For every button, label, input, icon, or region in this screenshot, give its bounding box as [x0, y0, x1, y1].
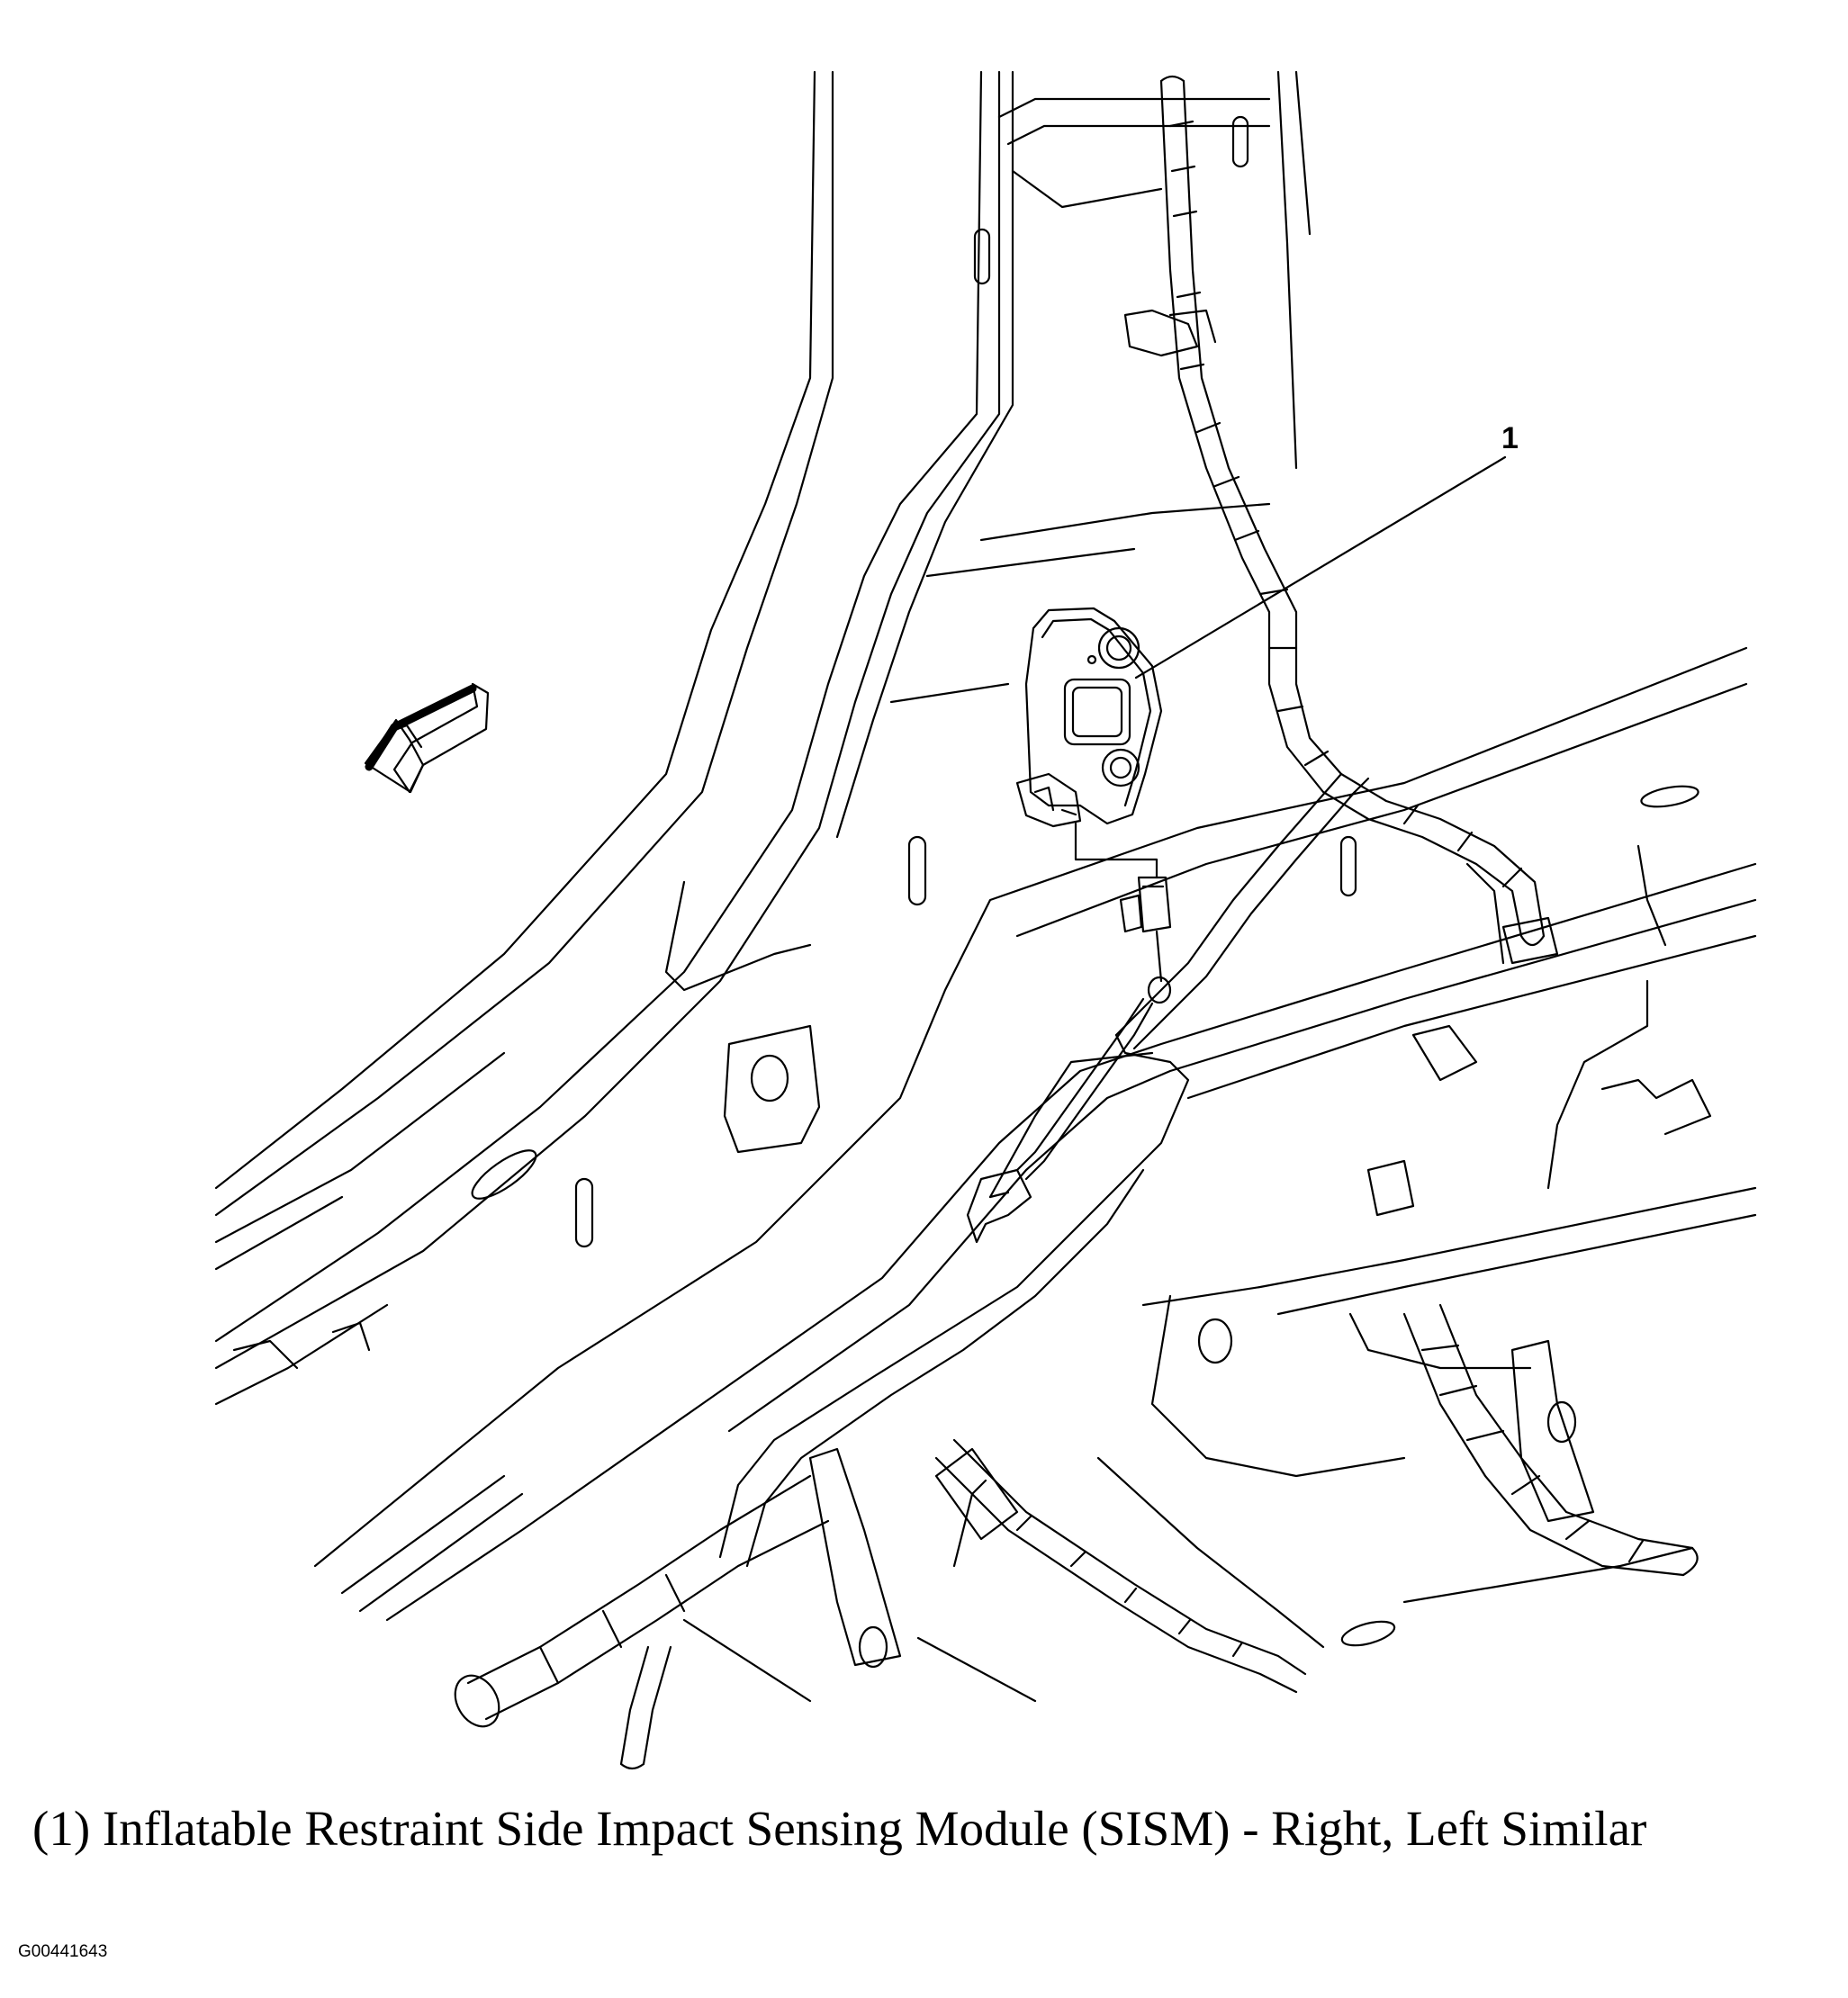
figure-caption: (1) Inflatable Restraint Side Impact Sen… [32, 1801, 1647, 1856]
wiring-harness [454, 75, 1699, 1770]
b-pillar [214, 70, 1312, 1406]
forward-arrow-icon [364, 682, 490, 794]
sism-module [1015, 607, 1163, 828]
sism-connector [966, 822, 1172, 1244]
figure-id: G00441643 [18, 1942, 108, 1961]
rocker-panel [313, 646, 1757, 1703]
sism-installation-drawing [214, 70, 1757, 1770]
callout-number-1: 1 [1501, 421, 1519, 455]
callout-1-leader [1134, 455, 1507, 680]
harness-clips [808, 309, 1712, 1669]
body-slots [471, 115, 1699, 1647]
